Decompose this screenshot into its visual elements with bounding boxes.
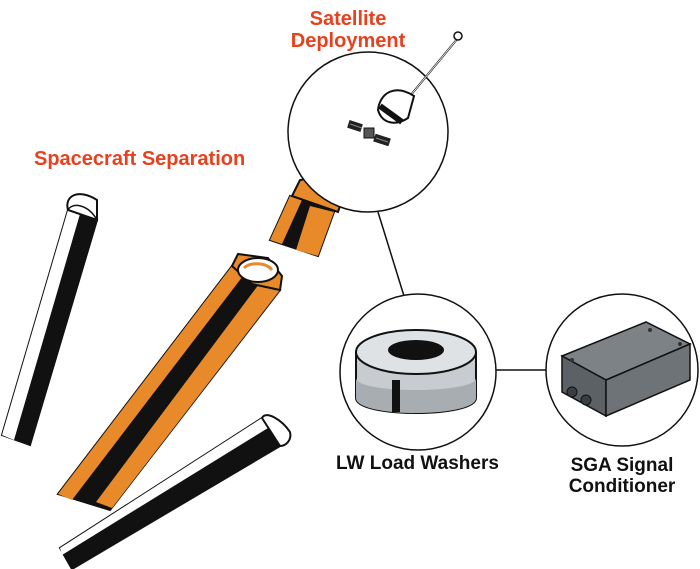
sga-label-line1: SGA Signal [570,455,674,476]
satellite-icon [347,120,391,147]
connector-line-satellite-washer [377,211,405,297]
load-washer-detail-circle [339,293,497,451]
signal-conditioner [560,321,692,418]
satellite-detail-circle [287,31,463,213]
sga-detail-circle [545,293,699,447]
spacecraft-separation-label: Spacecraft Separation [34,148,246,170]
satellite-label-line1: Satellite [309,8,387,30]
satellite-deployment-label: Satellite Deployment [268,8,428,52]
sga-label-line2: Conditioner [568,475,676,497]
booster-left [0,193,99,447]
load-washer [355,329,477,414]
rocket-core [56,252,284,512]
satellite-label-line2: Deployment [290,30,406,52]
load-washers-label: LW Load Washers [336,453,499,474]
sga-signal-conditioner-label: SGA Signal Conditioner [562,455,682,498]
booster-bottom [58,414,292,569]
